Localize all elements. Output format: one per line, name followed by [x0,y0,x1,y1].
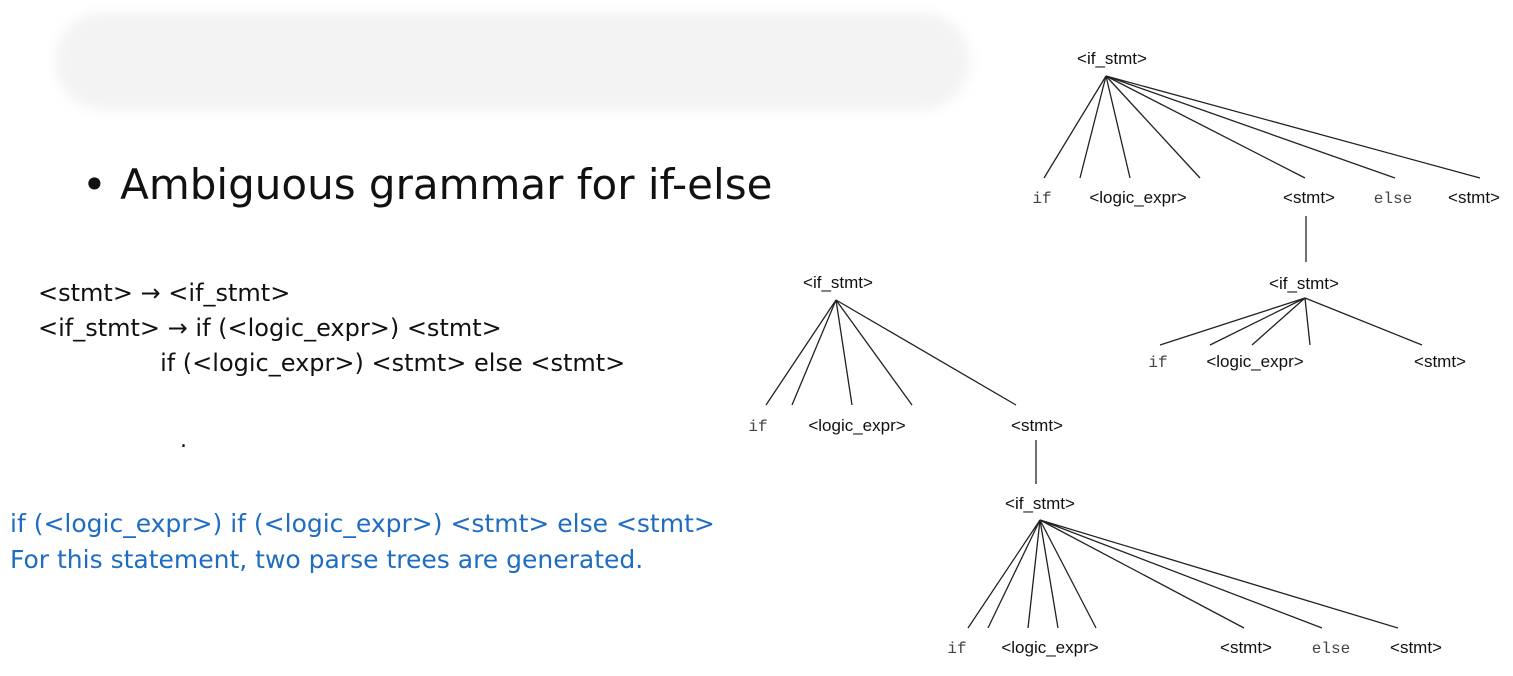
edge [765,299,837,406]
parse-tree-1: <if_stmt> if <logic_expr> <stmt> else <s… [1032,49,1500,372]
tree2-root: <if_stmt> [803,273,873,292]
slide-bullet: • Ambiguous grammar for if-else [82,160,773,209]
tree2-child-logic-expr: <logic_expr> [808,416,905,435]
edge [1105,75,1396,179]
tree1-child-logic-expr: <logic_expr> [1089,188,1186,207]
edge [791,299,837,406]
title-placeholder-blur [55,12,970,110]
edge [967,519,1041,629]
grammar-rules: <stmt> → <if_stmt> <if_stmt> → if (<logi… [38,276,625,381]
tree2-sub-logic-expr: <logic_expr> [1001,638,1098,657]
tree1-sub-logic-expr: <logic_expr> [1206,352,1303,371]
edge [1105,75,1131,179]
tree1-root: <if_stmt> [1077,49,1147,68]
grammar-rule-3: if (<logic_expr>) <stmt> else <stmt> [38,349,626,377]
edge [1039,519,1399,629]
note-explanation: For this statement, two parse trees are … [10,545,644,574]
tree2-sub-if: if [947,640,966,658]
edge [1105,75,1201,179]
edge [1304,297,1423,346]
edge [835,299,1017,406]
parse-tree-2: <if_stmt> if <logic_expr> <stmt> <if_stm… [748,273,1442,658]
edge [1027,519,1041,629]
edge [1043,75,1107,179]
tree1-child-stmt-2: <stmt> [1448,188,1500,207]
edge [1304,297,1311,346]
edge [1039,519,1097,629]
tree1-sub-if: if [1148,354,1167,372]
edge [1039,519,1323,629]
grammar-rule-2: <if_stmt> → if (<logic_expr>) <stmt> [38,314,502,342]
tree1-child-else: else [1374,190,1412,208]
tree2-child-stmt: <stmt> [1011,416,1063,435]
edge [1159,297,1306,346]
ambiguity-note: if (<logic_expr>) if (<logic_expr>) <stm… [10,506,715,578]
edge [1039,519,1245,629]
edge [1251,297,1306,346]
tree2-child-if: if [748,418,767,436]
edge [1105,75,1306,179]
edge [1039,519,1059,629]
edge [1209,297,1306,346]
tree2-sub-stmt: <stmt> [1220,638,1272,657]
stray-dot: . [180,428,187,453]
tree2-sub-else: else [1312,640,1350,658]
grammar-rule-1: <stmt> → <if_stmt> [38,279,291,307]
tree2-sub-stmt-2: <stmt> [1390,638,1442,657]
note-statement: if (<logic_expr>) if (<logic_expr>) <stm… [10,509,715,538]
tree1-sub-stmt: <stmt> [1414,352,1466,371]
tree1-child-stmt: <stmt> [1283,188,1335,207]
tree1-child-if: if [1032,190,1051,208]
edge [987,519,1041,629]
edge [835,299,853,406]
edge [835,299,913,406]
tree2-sub-root: <if_stmt> [1005,494,1075,513]
tree1-sub-root: <if_stmt> [1269,274,1339,293]
edge [1105,75,1481,179]
edge [1079,75,1107,179]
